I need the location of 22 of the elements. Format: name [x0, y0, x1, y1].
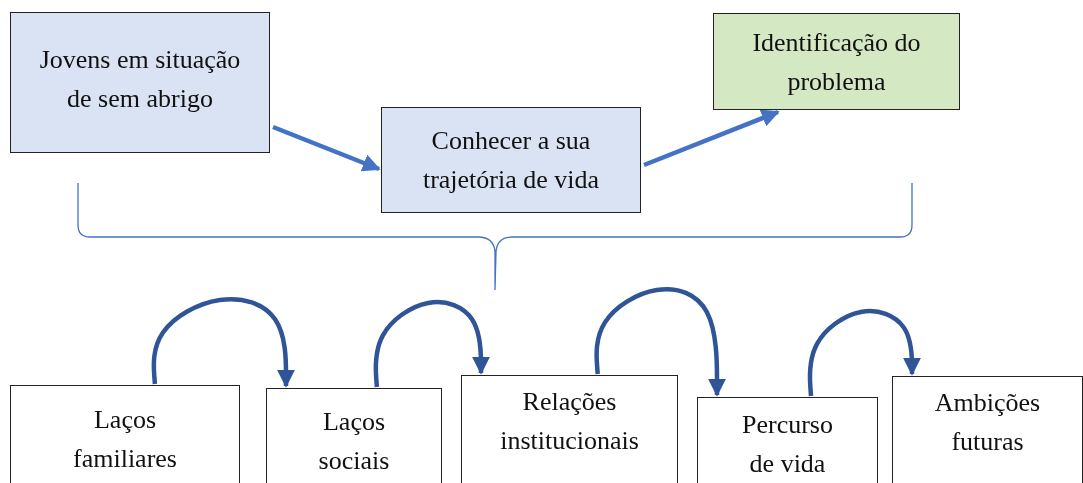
process-box: [381, 107, 641, 213]
arrow: [373, 299, 490, 388]
arrow: [643, 109, 780, 168]
box-label: Ambições futuras: [933, 386, 1042, 458]
arrow: [807, 308, 921, 397]
arrow: [594, 286, 726, 397]
box-label: Laços familiares: [72, 404, 178, 475]
arrow: [151, 296, 295, 388]
box-label: Percurso de vida: [741, 409, 834, 480]
box-label: Laços sociais: [317, 405, 391, 477]
box-label: Conhecer a sua trajetória de vida: [421, 125, 601, 196]
box-label: Identificação do problema: [751, 26, 922, 98]
process-box: [10, 12, 270, 153]
process-box: [713, 13, 960, 110]
arrow: [272, 124, 381, 172]
box-label: Jovens em situação de sem abrigo: [39, 43, 241, 115]
process-box: [266, 388, 442, 483]
process-box: [461, 375, 678, 483]
box-label: Relações institucionais: [499, 386, 640, 457]
process-box: [10, 385, 240, 483]
process-box: [892, 376, 1083, 483]
process-box: [697, 397, 878, 483]
